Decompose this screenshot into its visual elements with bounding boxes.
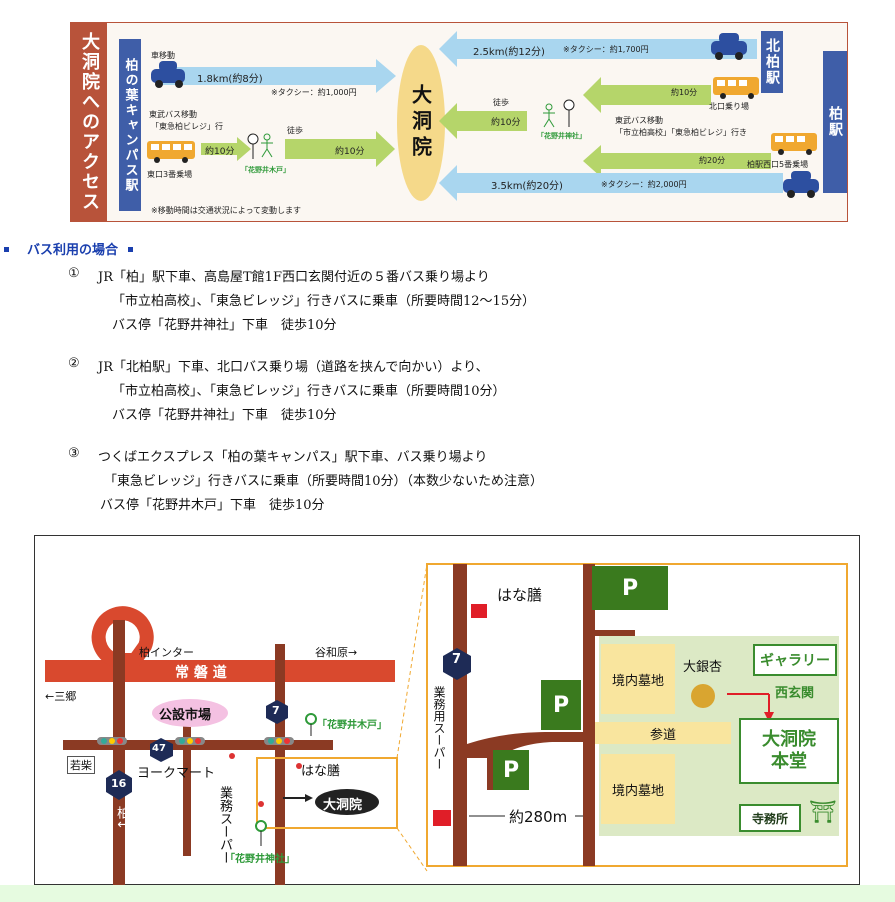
route-7-shield-icon — [266, 700, 288, 724]
bus-stop-icon — [563, 99, 575, 127]
sando-path: 参道 — [595, 722, 731, 744]
item-2-line-3: バス停「花野井神社」下車 徒歩10分 — [112, 408, 337, 423]
tobu-bus-right-dest: 「市立柏高校」「東急柏ビレジ」行き — [615, 128, 747, 137]
route-47-shield-icon — [150, 738, 173, 762]
top-right-distance: 2.5km(約12分) — [473, 47, 545, 58]
kashiwa-stop: 柏駅西口5番乗場 — [747, 160, 809, 169]
car-icon — [711, 33, 747, 60]
bottom-distance: 3.5km(約20分) — [491, 181, 563, 192]
hondo-box: 大洞院 本堂 — [739, 718, 839, 784]
keidai-bochi-2: 境内墓地 — [601, 754, 675, 824]
hananoi-kido-map: 「花野井木戸」 — [317, 720, 387, 731]
item-1-line-1: JR「柏」駅下車、高島屋T館1F西口玄関付近の５番バス乗り場より — [98, 270, 490, 285]
bus-stop-icon — [255, 820, 267, 846]
misato-label: ←三郷 — [45, 690, 77, 703]
bus-icon — [771, 133, 817, 155]
destination-daitoin: 大洞院 — [397, 45, 445, 201]
item-3-line-2: 「東急ビレッジ」行きバスに乗車（所要時間10分）（本数少ないため注意） — [104, 474, 544, 489]
jimusho-box: 寺務所 — [739, 804, 801, 832]
route-47-label: 47 — [152, 743, 166, 754]
access-arrows — [147, 31, 819, 201]
route-7-label: 7 — [272, 704, 280, 717]
footer-band — [0, 885, 895, 902]
walk-left: 徒歩 — [287, 126, 303, 135]
route-7-shield-icon — [443, 648, 471, 680]
item-2-line-1: JR「北柏駅」下車、北口バス乗り場（道路を挟んで向かい）より、 — [98, 360, 489, 375]
area-map: 柏インター 常 磐 道 谷和原→ ←三郷 公設市場 「花野井木戸」 7 47 1… — [34, 535, 860, 886]
bus-stop-icon — [247, 133, 259, 159]
bus-icon — [147, 141, 195, 163]
travel-note: ※移動時間は交通状況によって変動します — [151, 206, 302, 215]
yawara-label: 谷和原→ — [315, 646, 358, 659]
traffic-light-icon — [264, 737, 294, 745]
tobu-bus-left-dest: 「東急柏ビレジ」行 — [151, 122, 223, 131]
distance-label: 約280m — [509, 808, 568, 826]
walker-icon — [261, 133, 273, 158]
hanazen-label: はな膳 — [301, 764, 341, 779]
car-icon — [783, 171, 819, 198]
bus-stop-icon — [305, 713, 317, 736]
detail-hanazen: はな膳 — [497, 586, 543, 604]
hananoi-jinja-label: 「花野井神社」 — [537, 132, 586, 140]
car-icon — [151, 61, 185, 88]
route-16-label: 16 — [111, 777, 127, 790]
item-1-line-2: 「市立柏高校」、「東急ビレッジ」行きバスに乗車（所要時間12〜15分） — [112, 294, 536, 309]
parking-icon: P — [541, 680, 581, 730]
keidai-bochi-1: 境内墓地 — [601, 644, 675, 714]
walk-right: 徒歩 — [493, 98, 509, 107]
station-kitakashiwa: 北柏駅 — [761, 31, 783, 93]
item-2-num: ② — [68, 356, 80, 371]
item-3-num: ③ — [68, 446, 80, 461]
bus-time-left: 約10分 — [205, 147, 235, 157]
kashiwa-down-label: 柏↓ — [114, 806, 129, 830]
car-distance: 1.8km(約8分) — [197, 74, 263, 85]
bottom-taxi: ※タクシー：約2,000円 — [601, 180, 687, 189]
route-16-shield-icon — [106, 770, 132, 800]
walker-icon — [543, 103, 555, 128]
item-2-line-2: 「市立柏高校」、「東急ビレッジ」行きバスに乗車（所要時間10分） — [112, 384, 506, 399]
bus-heading: バス利用の場合 — [4, 239, 134, 258]
gallery-box: ギャラリー — [753, 644, 837, 676]
kitakashiwa-stop: 北口乗り場 — [709, 102, 749, 111]
nishigenkan-label: 西玄関 — [775, 686, 815, 701]
daiginnan-label: 大銀杏 — [683, 660, 723, 675]
parking-icon: P — [493, 750, 529, 790]
item-1-line-3: バス停「花野井神社」下車 徒歩10分 — [112, 318, 337, 333]
traffic-light-icon — [97, 737, 127, 745]
bus-time-kitakashiwa: 約10分 — [671, 88, 698, 97]
parking-icon: P — [592, 566, 668, 610]
access-banner: 大洞院へのアクセス — [71, 23, 107, 221]
item-3-line-3: バス停「花野井木戸」下車 徒歩10分 — [100, 498, 325, 513]
walk-time-left: 約10分 — [335, 147, 365, 157]
bus-icon — [713, 77, 759, 99]
tobu-bus-left: 東武バス移動 — [149, 110, 197, 119]
joban-label: 常 磐 道 — [175, 665, 227, 681]
gyomu-label: 業務スーパー — [217, 786, 232, 864]
hananoi-kido-label: 「花野井木戸」 — [241, 166, 290, 174]
access-diagram: 大洞院へのアクセス 柏の葉キャンパス駅 北柏駅 柏駅 大洞院 — [70, 22, 848, 222]
kashiwa-ic-label: 柏インター — [139, 646, 194, 659]
item-1-num: ① — [68, 266, 80, 281]
walk-time-right: 約10分 — [491, 118, 521, 128]
wakashiba-label: 若柴 — [67, 756, 95, 774]
station-kashiwanoha: 柏の葉キャンパス駅 — [119, 39, 141, 211]
traffic-light-icon — [175, 737, 205, 745]
tobu-bus-right: 東武バス移動 — [615, 116, 663, 125]
car-taxi: ※タクシー：約1,000円 — [271, 88, 357, 97]
bus-time-kashiwa: 約20分 — [699, 156, 726, 165]
item-3-line-1: つくばエクスプレス「柏の葉キャンパス」駅下車、バス乗り場より — [98, 450, 488, 465]
yorkmart-label: ヨークマート — [137, 766, 216, 781]
east-exit-stop: 東口3番乗場 — [147, 170, 193, 179]
top-right-taxi: ※タクシー：約1,700円 — [563, 45, 649, 54]
detail-route-7: 7 — [452, 652, 462, 667]
station-kashiwa: 柏駅 — [823, 51, 847, 193]
kosetsu-label: 公設市場 — [159, 708, 212, 723]
daitoin-map-label: 大洞院 — [323, 798, 363, 813]
gate-icon: ⛩ — [809, 800, 837, 825]
hananoi-jinja-map: 「花野井神社」 — [225, 854, 295, 865]
detail-gyomu: 業務用スーパー — [432, 686, 446, 770]
car-label: 車移動 — [151, 51, 175, 60]
